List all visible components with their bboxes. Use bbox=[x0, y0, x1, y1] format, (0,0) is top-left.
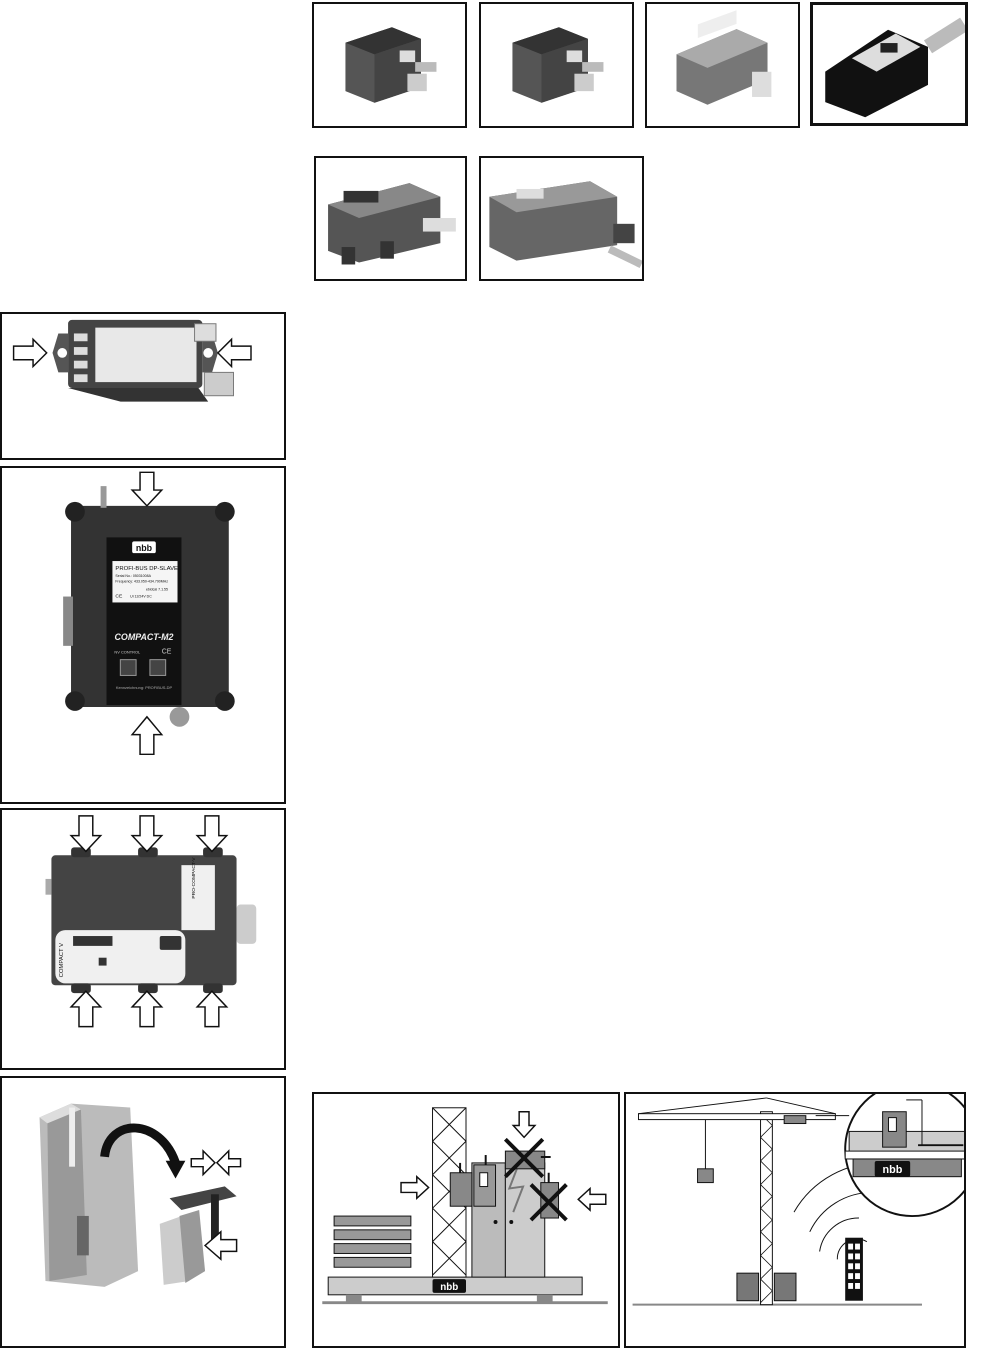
arrow-down-icon bbox=[197, 816, 227, 851]
arrow-left-icon bbox=[578, 1189, 606, 1211]
model-name: COMPACT-M2 bbox=[115, 632, 174, 642]
product-photo-2 bbox=[479, 2, 634, 128]
arrow-left-icon bbox=[205, 1232, 237, 1260]
product-photo-5 bbox=[314, 156, 467, 281]
arrow-up-icon bbox=[132, 717, 162, 754]
arrow-down-icon bbox=[132, 472, 162, 506]
bracket-mounting-diagram bbox=[0, 1076, 286, 1348]
arrow-down-icon bbox=[132, 816, 162, 851]
product-photo-1 bbox=[312, 2, 467, 128]
nbb-logo: nbb bbox=[883, 1164, 903, 1176]
svg-text:CE: CE bbox=[115, 594, 123, 600]
v-model: COMPACT V bbox=[59, 943, 65, 978]
nbb-logo: nbb bbox=[136, 543, 153, 553]
label-line-2: Serial No.: 05031008A bbox=[115, 574, 151, 578]
model-footer: Kennzeichnung: PROFIBUS-DP bbox=[116, 685, 173, 690]
label-line-1: PROFI-BUS DP-SLAVE bbox=[115, 566, 178, 572]
v-side-label: PRO-COMPACT-V bbox=[191, 857, 197, 899]
mounting-diagram-compact bbox=[0, 312, 286, 460]
mounting-diagram-compact-v: PRO-COMPACT-V COMPACT V bbox=[0, 808, 286, 1070]
arrow-right-icon bbox=[191, 1151, 215, 1175]
label-line-3: Frequency: 433.050-434.790MHz bbox=[115, 580, 168, 584]
arrow-up-icon bbox=[71, 991, 101, 1026]
crane-installation-diagram: nbb bbox=[624, 1092, 966, 1348]
arrow-down-icon bbox=[513, 1112, 535, 1138]
vehicle-installation-diagram: nbb bbox=[312, 1092, 620, 1348]
arrow-right-icon bbox=[401, 1177, 429, 1199]
nv-mark: NV CONTROL bbox=[114, 650, 141, 655]
product-photo-3 bbox=[645, 2, 800, 128]
arrow-down-icon bbox=[71, 816, 101, 851]
arrow-up-icon bbox=[197, 991, 227, 1026]
svg-text:CE: CE bbox=[162, 649, 172, 656]
nbb-logo: nbb bbox=[440, 1282, 458, 1293]
arrow-left-icon bbox=[217, 1151, 241, 1175]
arrow-up-icon bbox=[132, 991, 162, 1026]
product-photo-4 bbox=[810, 2, 968, 126]
arrow-right-icon bbox=[14, 339, 47, 366]
product-photo-6 bbox=[479, 156, 644, 281]
label-line-4: ebidcal 7.1.55 bbox=[146, 588, 168, 592]
mounting-diagram-compact-m2: nbb PROFI-BUS DP-SLAVE Serial No.: 05031… bbox=[0, 466, 286, 804]
arrow-left-icon bbox=[218, 339, 251, 366]
label-line-5: Ui 12/24V DC bbox=[130, 595, 152, 599]
